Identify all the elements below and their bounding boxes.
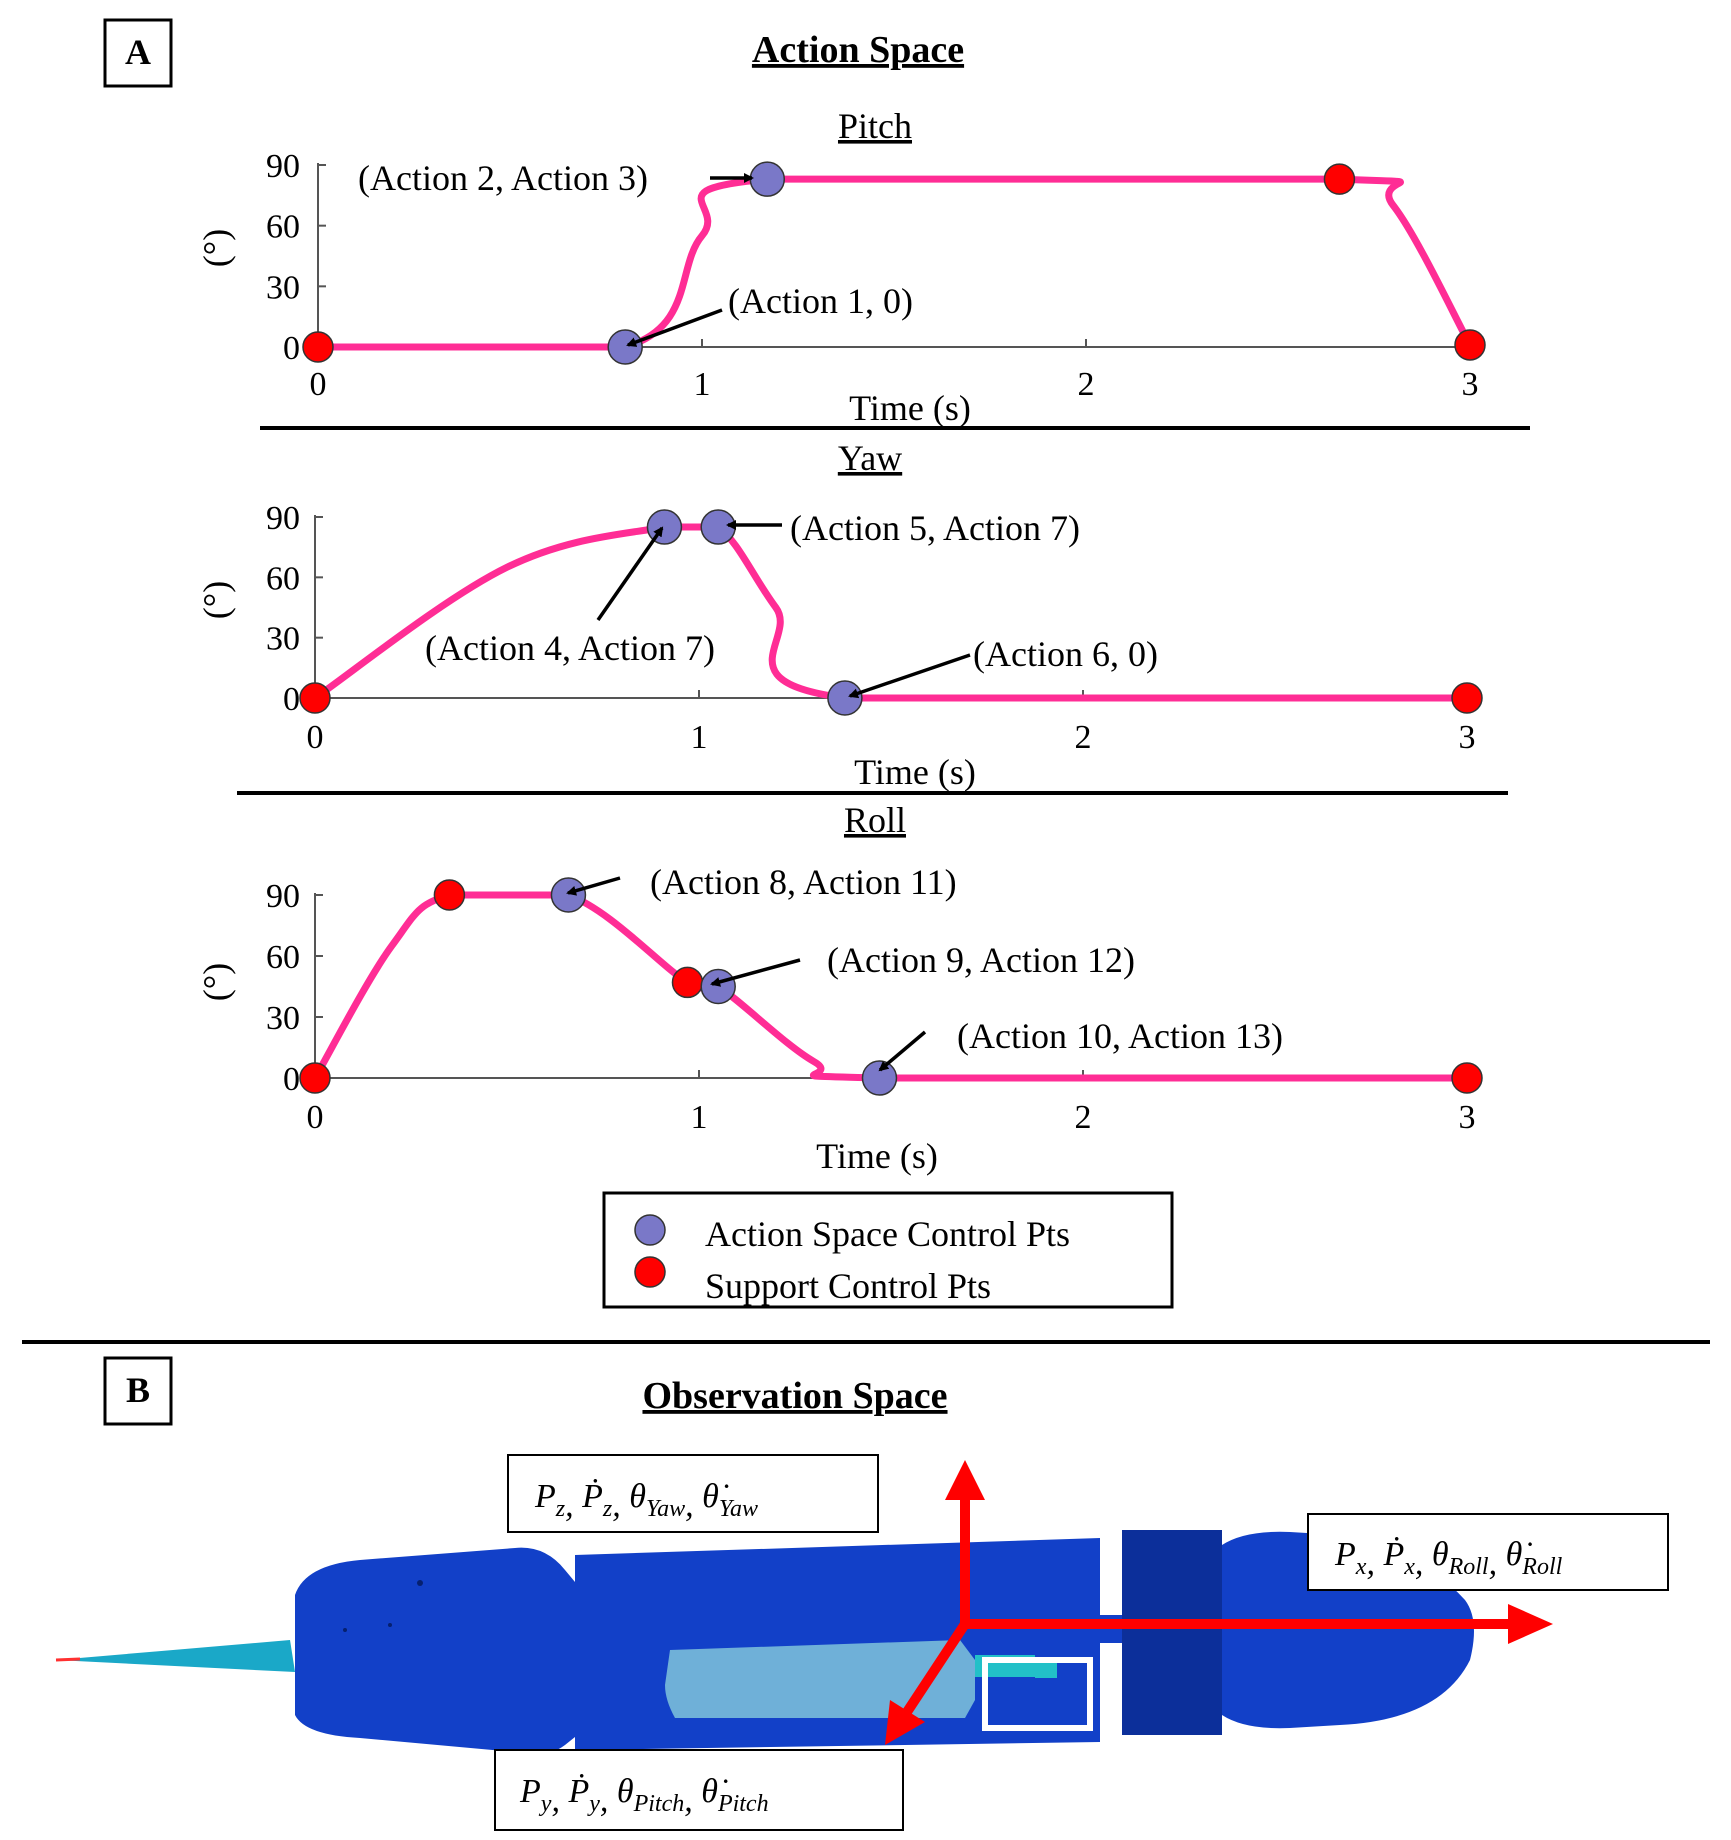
pitch-title: Pitch [838, 106, 912, 146]
support-control-point [302, 331, 334, 363]
panel-b-letter: B [126, 1370, 150, 1410]
obs-label-z: Pz, Ṗz, θYaw, θ̇Yaw [507, 1454, 879, 1533]
support-control-point [299, 682, 331, 714]
annotation-arrow [626, 308, 723, 347]
x-tick-label: 1 [694, 366, 711, 403]
roll-annotation-action8-action11: (Action 8, Action 11) [650, 862, 957, 902]
roll-chart: Roll Time (s) (°) (Action 8, Action 11) … [196, 800, 1483, 1176]
panel-b-title: Observation Space [642, 1375, 947, 1417]
roll-xlabel: Time (s) [816, 1136, 938, 1176]
legend: Action Space Control Pts Support Control… [602, 1191, 1174, 1309]
rear-nose-cone [295, 1547, 590, 1755]
panel-a-letter: A [125, 32, 151, 72]
y-tick-label: 30 [266, 621, 300, 658]
tail-antenna [56, 1640, 295, 1672]
y-tick-label: 0 [283, 681, 300, 718]
auv-illustration [55, 1530, 1474, 1755]
x-tick-label: 2 [1075, 1099, 1092, 1136]
y-tick-label: 30 [266, 269, 300, 306]
obs-label-y: Py, Ṗy, θPitch, θ̇Pitch [494, 1749, 904, 1831]
panel-a-title: Action Space [752, 29, 964, 71]
legend-action-label: Action Space Control Pts [705, 1214, 1070, 1254]
legend-support-label: Support Control Pts [705, 1266, 991, 1306]
coordinate-frame [885, 1460, 1553, 1745]
annotation-arrow [596, 526, 664, 621]
action-control-point [700, 968, 736, 1005]
support-control-point [433, 879, 466, 911]
obs-label-x: Px, Ṗx, θRoll, θ̇Roll [1307, 1513, 1669, 1591]
main-hull [575, 1538, 1100, 1750]
yaw-annotation-action5-action7: (Action 5, Action 7) [790, 508, 1080, 548]
x-tick-label: 3 [1462, 366, 1479, 403]
yaw-annotation-action4-action7: (Action 4, Action 7) [425, 628, 715, 668]
support-control-point [1323, 163, 1356, 195]
y-tick-label: 90 [266, 148, 300, 185]
pitch-annotation-action1: (Action 1, 0) [728, 281, 913, 321]
pitch-xlabel: Time (s) [849, 388, 971, 428]
payload-cylinder [665, 1640, 975, 1718]
yaw-annotation-action6: (Action 6, 0) [973, 634, 1158, 674]
legend-action-marker [634, 1214, 666, 1246]
x-tick-label: 2 [1078, 366, 1095, 403]
action-control-point [607, 329, 643, 365]
annotation-arrow [848, 653, 971, 699]
x-tick-label: 0 [307, 719, 324, 756]
annotation-arrow [878, 1030, 927, 1072]
y-tick-label: 60 [266, 560, 300, 597]
support-control-point [1451, 682, 1483, 714]
annotation-arrow [710, 958, 801, 987]
x-tick-label: 0 [307, 1099, 324, 1136]
obs-x-text: Px, Ṗx, θRoll, θ̇Roll [1334, 1536, 1563, 1582]
legend-box [602, 1191, 1174, 1309]
pitch-ylabel: (°) [196, 229, 236, 267]
x-axis-arrowhead [1508, 1604, 1553, 1644]
panel-a-label: A [103, 18, 173, 88]
roll-annotation-action9-action12: (Action 9, Action 12) [827, 940, 1135, 980]
annotation-arrows [566, 173, 971, 1072]
pitch-annotation-action2-action3: (Action 2, Action 3) [358, 158, 648, 198]
x-tick-label: 0 [310, 366, 327, 403]
series-line [311, 523, 1471, 702]
series-line [314, 175, 1474, 351]
panel-b-label: B [103, 1356, 173, 1426]
action-control-point [749, 161, 786, 197]
y-tick-label: 90 [266, 500, 300, 537]
roll-title: Roll [844, 800, 906, 840]
roll-annotation-action10-action13: (Action 10, Action 13) [957, 1016, 1283, 1056]
action-control-point [861, 1060, 898, 1096]
yaw-ylabel: (°) [196, 581, 236, 619]
y-tick-label: 30 [266, 1000, 300, 1037]
x-tick-label: 1 [691, 1099, 708, 1136]
support-control-point [671, 966, 704, 999]
roll-ylabel: (°) [196, 963, 236, 1001]
y-tick-label: 60 [266, 209, 300, 246]
legend-support-marker [634, 1256, 666, 1288]
x-tick-label: 1 [691, 719, 708, 756]
hull-ring [1122, 1530, 1222, 1735]
support-control-point [299, 1062, 331, 1094]
y-tick-label: 0 [283, 1061, 300, 1098]
action-control-point [550, 877, 587, 913]
obs-z-text: Pz, Ṗz, θYaw, θ̇Yaw [534, 1478, 758, 1524]
action-control-point [700, 509, 736, 545]
yaw-title: Yaw [838, 438, 902, 478]
x-tick-label: 2 [1075, 719, 1092, 756]
yaw-chart: Yaw Time (s) (°) (Action 5, Action 7) (A… [196, 438, 1483, 792]
pitch-chart: Pitch Time (s) (°) (Action 2, Action 3) … [196, 106, 1486, 428]
annotation-arrow [566, 876, 621, 896]
y-tick-label: 60 [266, 939, 300, 976]
z-axis-arrowhead [945, 1460, 985, 1500]
action-control-point [827, 680, 863, 716]
y-tick-label: 90 [266, 878, 300, 915]
support-control-point [1454, 329, 1486, 361]
yaw-xlabel: Time (s) [854, 752, 976, 792]
x-tick-label: 3 [1459, 1099, 1476, 1136]
x-tick-label: 3 [1459, 719, 1476, 756]
support-control-point [1451, 1062, 1483, 1094]
y-tick-label: 0 [283, 330, 300, 367]
y-axis-arrow [900, 1621, 970, 1718]
series-line [311, 891, 1471, 1082]
y-axis-arrowhead [885, 1700, 925, 1745]
